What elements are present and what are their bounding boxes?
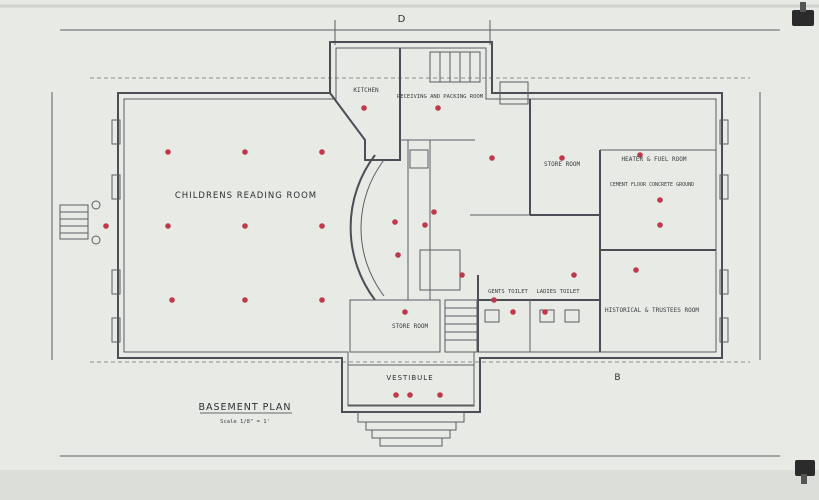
binder-clip-top [792, 2, 814, 26]
room-label-kitchen: KITCHEN [353, 87, 379, 94]
side-steps [59, 200, 101, 245]
room-label-historical-trustees-room: HISTORICAL & TRUSTEES ROOM [605, 307, 699, 314]
drawing-scale: Scale 1/8" = 1' [220, 419, 270, 425]
room-label-gents-toilet: GENTS TOILET [488, 289, 528, 295]
room-label-heater-fuel-room: HEATER & FUEL ROOM [621, 156, 686, 163]
room-label-vestibule: VESTIBULE [386, 374, 433, 382]
sheet-mark: D [398, 14, 407, 25]
light-outlets [103, 105, 663, 398]
room-label-childrens-reading-room: CHILDRENS READING ROOM [175, 191, 317, 201]
room-label-ladies-toilet: LADIES TOILET [536, 289, 580, 295]
section-mark: B [614, 373, 621, 383]
room-label-receiving-packing-room: RECEIVING AND PACKING ROOM [397, 94, 484, 100]
room-label-store-room-upper: STORE ROOM [544, 161, 581, 168]
note-cement-floor: CEMENT FLOOR CONCRETE GROUND [610, 182, 694, 188]
binder-clip-bottom [795, 460, 815, 484]
drawing-title: BASEMENT PLAN [198, 402, 291, 413]
room-label-store-room-lower: STORE ROOM [392, 323, 429, 330]
